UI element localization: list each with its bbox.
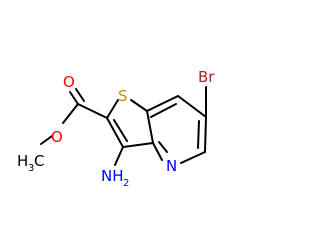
bond-c3a-c7a (146, 110, 154, 144)
methyl-h-label: H (17, 152, 28, 170)
methyl-label: H 3 C (17, 152, 44, 174)
bond-c7a-c7-inner (150, 103, 177, 118)
bond-c7a-c7 (146, 95, 179, 112)
bond-c2-c3 (106, 117, 124, 148)
amine-nh-label: NH (101, 167, 124, 185)
bond-c7-c6 (177, 95, 207, 118)
bond-c6-c5-inner (197, 120, 200, 149)
carbonyl-oxygen-label: O (63, 73, 75, 91)
amine-subscript: 2 (123, 178, 129, 189)
bond-c-o-double-b (75, 88, 85, 102)
amine-label: NH 2 (101, 167, 129, 189)
bond-n4-c3a-inner (158, 141, 168, 153)
bond-s-c2 (106, 99, 119, 119)
sulfur-label: S (118, 87, 128, 105)
bond-c3-c3a (122, 142, 154, 148)
bond-c3-n (114, 146, 124, 166)
molecule-structure: S O O H 3 C NH 2 N Br (17, 68, 215, 189)
bond-c6-c5 (204, 116, 207, 153)
methyl-subscript: 3 (28, 163, 34, 174)
bond-o-methyl (40, 135, 53, 145)
bond-lines (40, 86, 207, 166)
bond-c-o-double-a (69, 91, 79, 105)
bond-c2-carbonyl-c (77, 103, 108, 119)
bond-s-c7a (130, 99, 148, 112)
bromine-label: Br (198, 68, 215, 86)
bond-n4-c3a (152, 142, 163, 161)
methyl-c-label: C (34, 152, 44, 170)
pyridine-nitrogen-label: N (166, 157, 177, 175)
ester-oxygen-label: O (51, 128, 63, 146)
bond-c2-c3-inner (113, 119, 128, 142)
bond-c5-n4 (180, 151, 206, 164)
bond-c-o-single (62, 103, 79, 124)
